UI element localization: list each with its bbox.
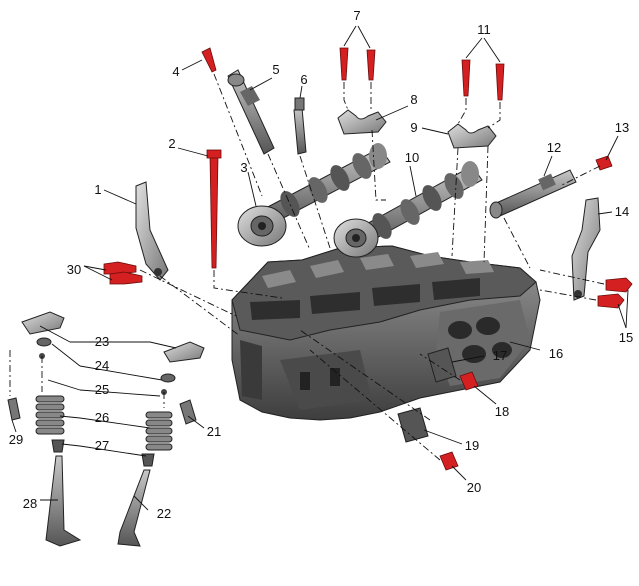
valve-spring-right <box>145 411 173 451</box>
callout-28: 28 <box>23 496 37 511</box>
callout-16: 16 <box>549 346 563 361</box>
valve-left <box>45 455 82 547</box>
bolt-4 <box>201 47 217 73</box>
camshaft-cap-intake <box>337 109 387 135</box>
callout-3: 3 <box>240 160 247 175</box>
lash-adjuster-left <box>7 397 21 421</box>
camshaft-position-actuator-solenoid <box>227 69 275 155</box>
cylinder-head <box>231 245 541 421</box>
bolt-11b <box>495 63 505 101</box>
callout-26: 26 <box>95 410 109 425</box>
fuel-injector <box>489 169 577 219</box>
callout-10: 10 <box>405 150 419 165</box>
callout-8: 8 <box>410 92 417 107</box>
bolt-7a <box>339 47 349 81</box>
bolt-15b <box>597 293 625 309</box>
rocker-arm-right <box>163 341 205 363</box>
callout-17: 17 <box>493 348 507 363</box>
callout-9: 9 <box>410 120 417 135</box>
sensor-17 <box>427 347 457 383</box>
valve-key-right <box>160 373 176 383</box>
callout-25: 25 <box>95 382 109 397</box>
bolt-20 <box>439 451 459 471</box>
callout-15: 15 <box>619 330 633 345</box>
sensor-19 <box>397 407 429 443</box>
callout-2: 2 <box>168 136 175 151</box>
bolt-30a <box>103 261 137 275</box>
callout-1: 1 <box>94 182 101 197</box>
bracket-left <box>135 181 169 281</box>
bracket-right <box>571 197 601 301</box>
callout-18: 18 <box>495 404 509 419</box>
leader-lines <box>11 25 629 511</box>
valve-train <box>7 311 205 547</box>
callout-19: 19 <box>465 438 479 453</box>
bolt-13 <box>595 155 613 171</box>
assembly-lines <box>9 73 605 461</box>
valve-right <box>117 469 151 547</box>
callout-23: 23 <box>95 334 109 349</box>
callout-20: 20 <box>467 480 481 495</box>
camshaft-cap-exhaust <box>447 123 497 149</box>
cam-phaser-exhaust <box>333 218 379 258</box>
bolt-2-head <box>206 149 222 159</box>
callout-14: 14 <box>615 204 629 219</box>
callout-labels: 1 2 3 4 5 6 7 8 9 10 11 12 13 14 15 16 1… <box>9 8 633 521</box>
callout-22: 22 <box>157 506 171 521</box>
callout-30: 30 <box>67 262 81 277</box>
callout-21: 21 <box>207 424 221 439</box>
bolt-18 <box>459 371 479 391</box>
callout-24: 24 <box>95 358 109 373</box>
callout-27: 27 <box>95 438 109 453</box>
callout-7: 7 <box>353 8 360 23</box>
callout-12: 12 <box>547 140 561 155</box>
rocker-arm-left <box>21 311 65 335</box>
callout-29: 29 <box>9 432 23 447</box>
bolt-2-long <box>209 155 219 269</box>
valve-spring-left <box>35 395 65 435</box>
callout-13: 13 <box>615 120 629 135</box>
bolt-11a <box>461 59 471 97</box>
valve-key-left <box>36 337 52 347</box>
bolt-15a <box>605 277 633 293</box>
lash-adjuster-right <box>179 399 197 425</box>
cam-phaser-intake <box>237 205 287 247</box>
red-fasteners <box>103 47 633 471</box>
bolt-30b <box>109 271 143 285</box>
callout-4: 4 <box>172 64 179 79</box>
valve-seal-left <box>51 439 65 453</box>
bolt-7b <box>366 49 376 81</box>
callout-5: 5 <box>272 62 279 77</box>
callout-6: 6 <box>300 72 307 87</box>
camshaft-position-sensor <box>293 97 307 155</box>
callout-11: 11 <box>477 22 491 37</box>
valve-seal-right <box>141 453 155 467</box>
